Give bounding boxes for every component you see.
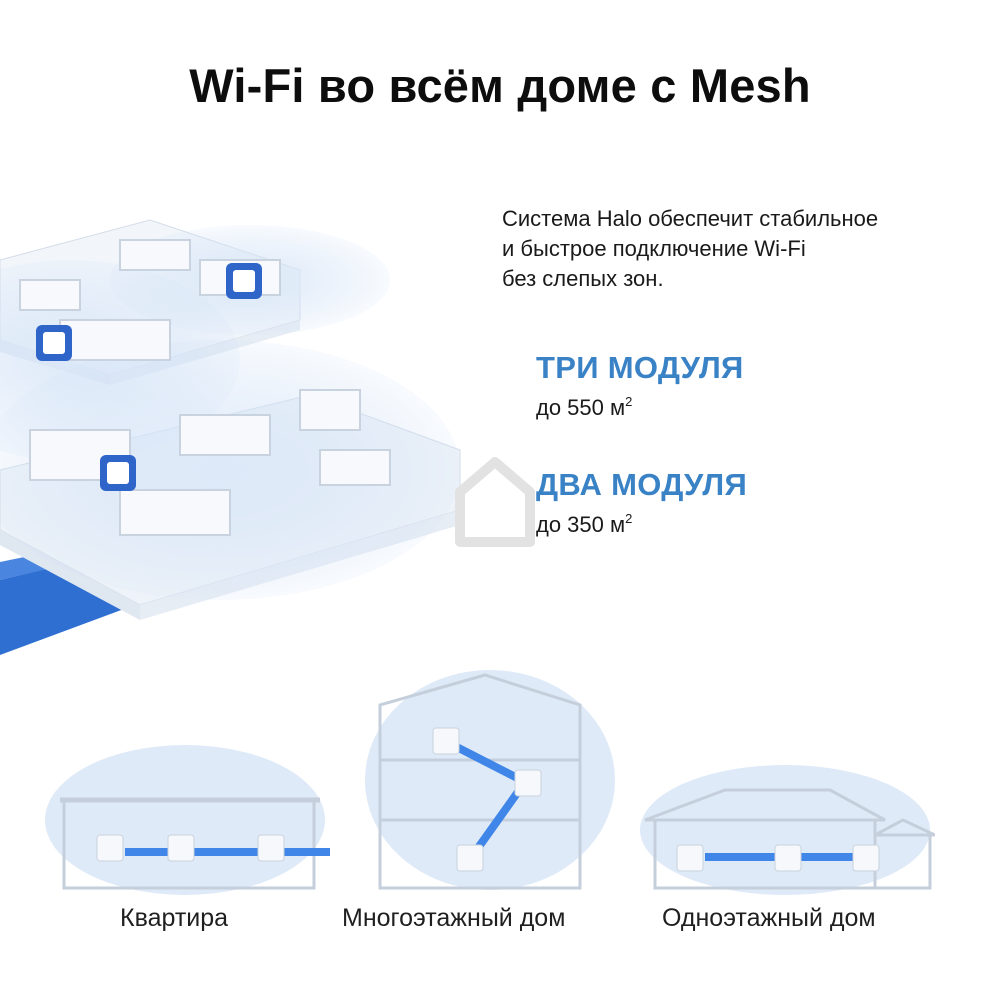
page-title: Wi-Fi во всём доме с Mesh — [189, 59, 811, 112]
apartment-illustration — [45, 745, 330, 895]
description: Система Halo обеспечит стабильное и быст… — [502, 204, 962, 294]
description-line: и быстрое подключение Wi-Fi — [502, 236, 806, 261]
mesh-module-icon — [36, 325, 72, 361]
description-line: Система Halo обеспечит стабильное — [502, 206, 879, 231]
plan-title: ТРИ МОДУЛЯ — [536, 350, 744, 385]
plan-area: до 550 м2 — [536, 394, 633, 420]
home-watermark-icon — [455, 457, 535, 547]
scenario-label-singlestorey: Одноэтажный дом — [662, 904, 876, 932]
mesh-module-icon — [100, 455, 136, 491]
hero-house-illustration — [0, 219, 461, 655]
plan-title: ДВА МОДУЛЯ — [536, 467, 748, 502]
mesh-module-icon — [226, 263, 262, 299]
singlestorey-illustration — [640, 765, 935, 895]
plan-two-modules: ДВА МОДУЛЯ до 350 м2 — [536, 467, 747, 538]
scenario-label-apartment: Квартира — [120, 904, 229, 932]
multistorey-illustration — [365, 670, 615, 890]
scenario-label-multistorey: Многоэтажный дом — [342, 904, 566, 932]
description-line: без слепых зон. — [502, 266, 664, 291]
plan-area: до 350 м2 — [536, 511, 633, 537]
plan-three-modules: ТРИ МОДУЛЯ до 550 м2 — [536, 350, 744, 421]
